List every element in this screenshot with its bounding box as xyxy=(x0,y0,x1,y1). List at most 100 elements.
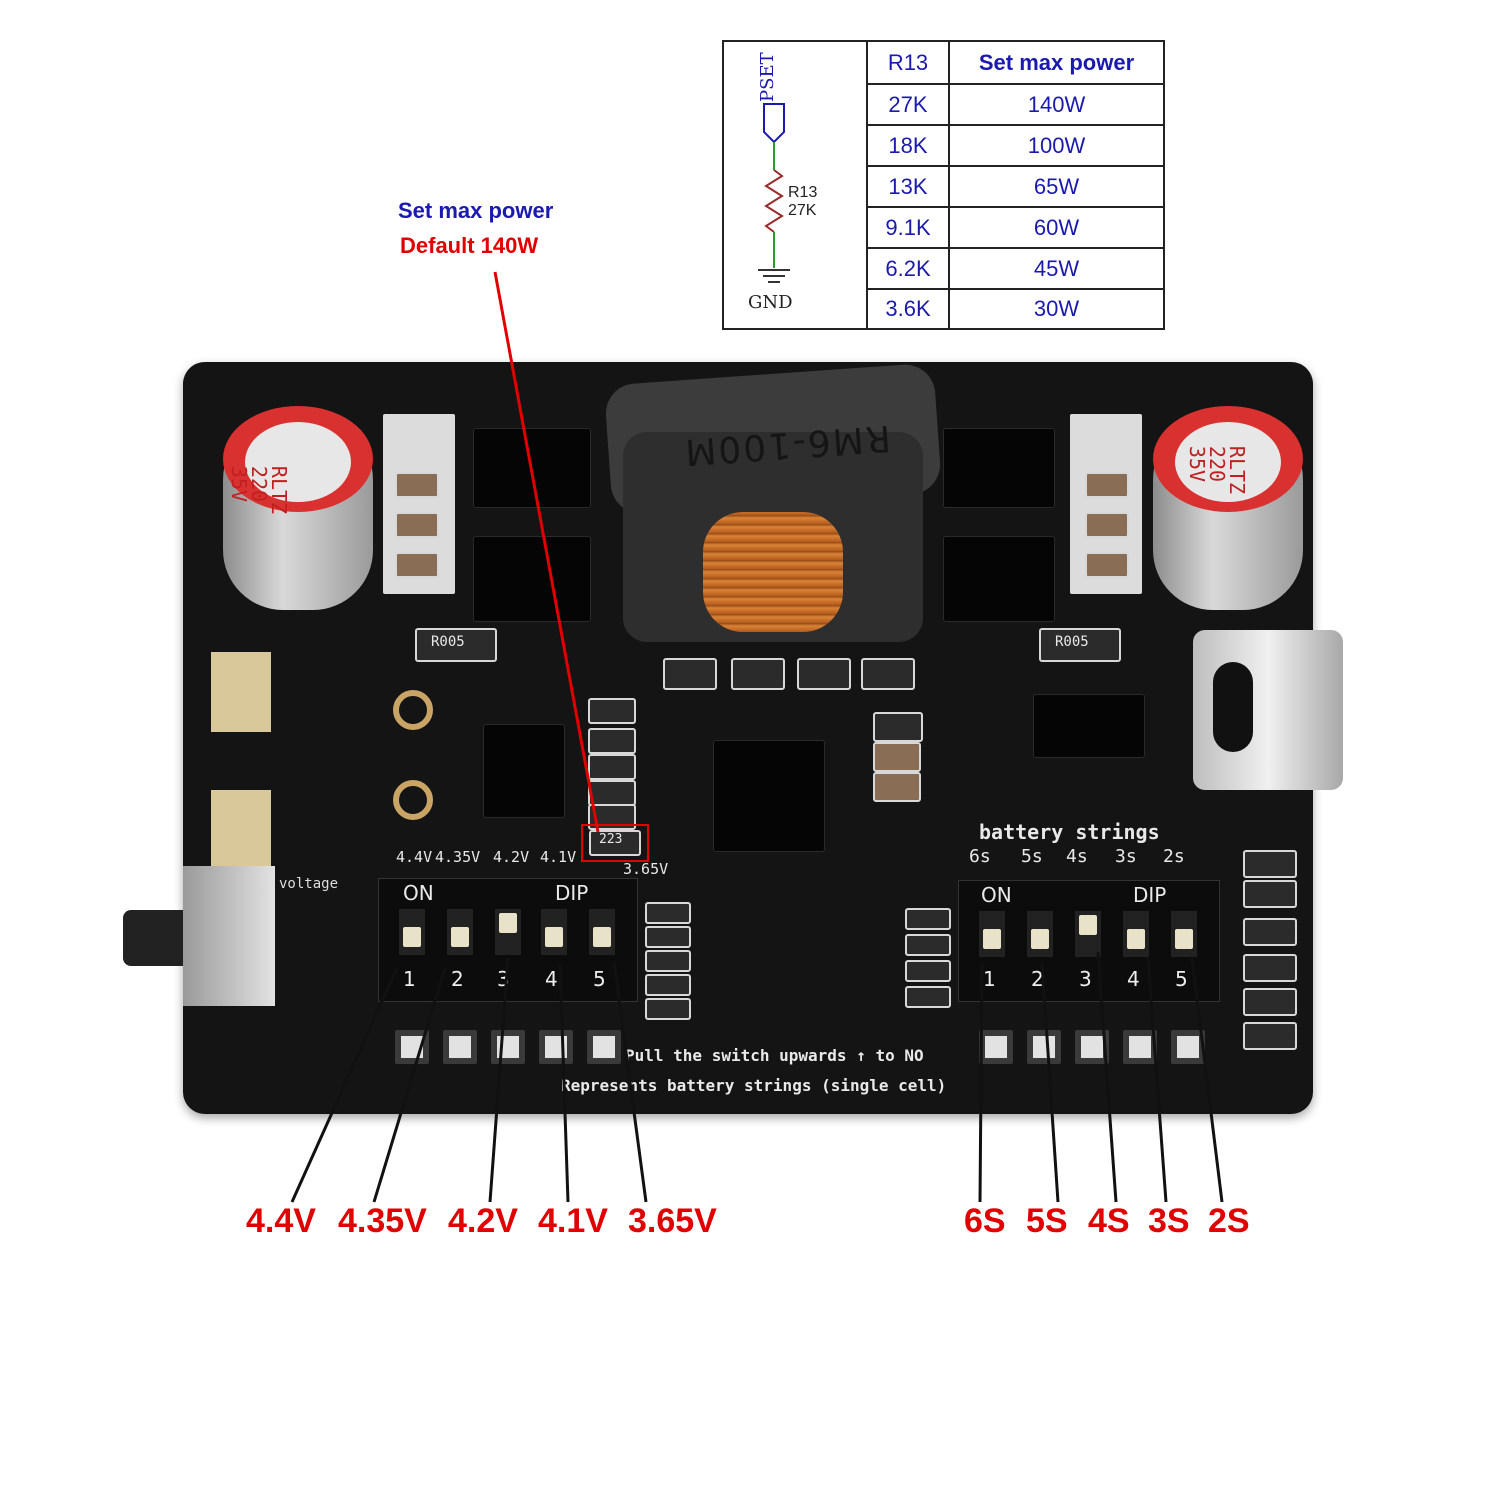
table-cell-power: 100W xyxy=(1027,132,1086,158)
strings-title: battery strings xyxy=(979,820,1160,844)
string-pointer-3 xyxy=(1096,951,1118,1203)
resistor-schematic xyxy=(758,103,790,283)
smd-cap xyxy=(1085,472,1129,498)
dip-left-num-4: 4 xyxy=(545,967,558,991)
regulator-chip xyxy=(1033,694,1145,758)
ring-pad xyxy=(393,780,433,820)
dip-knob[interactable] xyxy=(1031,929,1049,949)
annotation-default: Default 140W xyxy=(400,233,539,258)
gnd-label: GND xyxy=(748,292,793,313)
capacitor-left-face xyxy=(245,422,351,502)
smd-component xyxy=(861,658,915,690)
resistor-power-table: PSET R13 27K GND R13 Set max power 27K 1… xyxy=(722,40,1165,330)
smd-cap xyxy=(873,742,921,772)
dip-knob[interactable] xyxy=(451,927,469,947)
push-button-body[interactable] xyxy=(183,866,275,1006)
dip-switch-strings: ON DIP 1 2 3 4 5 xyxy=(958,880,1220,1002)
ring-pad xyxy=(393,690,433,730)
push-button-cap[interactable] xyxy=(123,910,183,966)
dip-slot-3[interactable] xyxy=(1075,911,1101,957)
string-label-5: 2S xyxy=(1208,1202,1250,1240)
dip-knob[interactable] xyxy=(403,927,421,947)
mosfet-chip xyxy=(473,536,591,622)
table-header-power: Set max power xyxy=(978,49,1135,75)
mosfet-chip xyxy=(473,428,591,508)
table-divider xyxy=(868,288,1165,290)
smd-resistor xyxy=(588,698,636,724)
table-header-r13: R13 xyxy=(868,42,950,83)
controller-ic xyxy=(713,740,825,852)
voltage-silk-2: 4.35V xyxy=(435,848,481,866)
voltage-label-2: 4.35V xyxy=(338,1202,427,1240)
dip-knob[interactable] xyxy=(499,913,517,933)
smd-cap xyxy=(873,772,921,802)
table-cell-r13: 27K xyxy=(868,85,950,124)
led-component xyxy=(1243,918,1297,946)
terminal-pad-top xyxy=(211,652,271,732)
voltage-pointer-1 xyxy=(290,967,399,1203)
smd-resistor xyxy=(905,908,951,930)
dip-left-on: ON xyxy=(403,881,434,905)
led-component xyxy=(1243,988,1297,1016)
dip-slot-2[interactable] xyxy=(1027,911,1053,957)
dip-left-num-2: 2 xyxy=(451,967,464,991)
voltage-silk-4: 4.1V xyxy=(540,848,577,866)
voltage-pointer-3 xyxy=(488,957,510,1203)
dip-slot-1[interactable] xyxy=(399,909,425,955)
voltage-label-1: 4.4V xyxy=(246,1202,316,1240)
smd-resistor xyxy=(588,754,636,780)
r13-resistor xyxy=(589,830,641,856)
dip-left-num-1: 1 xyxy=(403,967,416,991)
led-component xyxy=(1243,850,1297,878)
smd-resistor xyxy=(588,780,636,806)
annotation-title: Set max power xyxy=(398,198,554,223)
dip-right-num-5: 5 xyxy=(1175,967,1188,991)
r13-resistor-label: 223 xyxy=(599,832,623,847)
dip-slot-2[interactable] xyxy=(447,909,473,955)
string-pointer-2 xyxy=(1040,961,1060,1203)
dip-slot-3[interactable] xyxy=(495,909,521,955)
dip-slot-5[interactable] xyxy=(589,909,615,955)
inductor-coil xyxy=(703,512,843,632)
solder-pad xyxy=(443,1030,477,1064)
dip-slot-4[interactable] xyxy=(541,909,567,955)
mosfet-chip xyxy=(943,536,1055,622)
dip-knob[interactable] xyxy=(593,927,611,947)
voltage-label-3: 4.2V xyxy=(448,1202,518,1240)
table-divider xyxy=(868,83,1165,85)
sense-resistor-right-label: R005 xyxy=(1055,634,1089,650)
smd-resistor xyxy=(645,902,691,924)
voltage-silk-3: 4.2V xyxy=(493,848,530,866)
smd-resistor xyxy=(588,728,636,754)
sense-resistor-left xyxy=(415,628,497,662)
dip-slot-5[interactable] xyxy=(1171,911,1197,957)
strings-silk-4: 3s xyxy=(1115,846,1137,867)
table-cell-power: 45W xyxy=(1033,255,1080,281)
table-cell-r13: 13K xyxy=(868,167,950,206)
solder-pad xyxy=(1027,1030,1061,1064)
terminal-pad-bottom xyxy=(211,790,271,870)
dip-slot-1[interactable] xyxy=(979,911,1005,957)
led-component xyxy=(1243,880,1297,908)
smd-resistor xyxy=(905,934,951,956)
r13-pointer-line xyxy=(493,271,600,833)
dip-slot-4[interactable] xyxy=(1123,911,1149,957)
dip-knob[interactable] xyxy=(1127,929,1145,949)
dip-knob[interactable] xyxy=(545,927,563,947)
dip-knob[interactable] xyxy=(1079,915,1097,935)
sense-resistor-right xyxy=(1039,628,1121,662)
table-divider xyxy=(868,124,1165,126)
smd-resistor xyxy=(645,998,691,1020)
strings-silk-2: 5s xyxy=(1021,846,1043,867)
dip-left-num-5: 5 xyxy=(593,967,606,991)
smd-cap xyxy=(395,512,439,538)
dip-knob[interactable] xyxy=(1175,929,1193,949)
string-pointer-4 xyxy=(1146,957,1168,1203)
string-label-4: 3S xyxy=(1148,1202,1190,1240)
string-label-1: 6S xyxy=(964,1202,1006,1240)
led-component xyxy=(1243,1022,1297,1050)
dip-left-dip: DIP xyxy=(555,881,589,905)
smd-resistor xyxy=(645,926,691,948)
dip-knob[interactable] xyxy=(983,929,1001,949)
smd-resistor xyxy=(905,960,951,982)
